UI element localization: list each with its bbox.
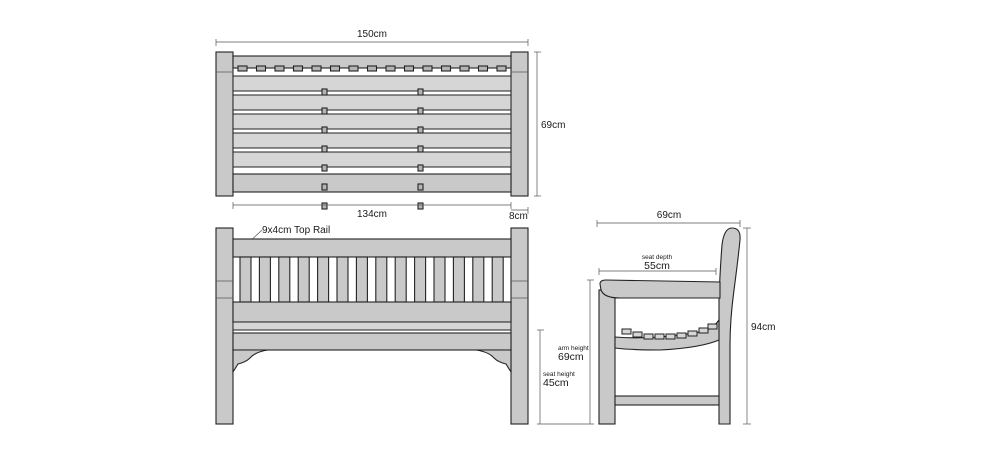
top-seat-support-mark [321, 107, 328, 115]
seat-depth-label: 55cm [644, 260, 670, 272]
front-left-post [215, 227, 234, 425]
side-arm-rest [599, 279, 721, 299]
top-back-slat-end [477, 65, 489, 72]
seat-depth-caption: seat depth [642, 254, 673, 261]
front-back-slat [491, 256, 504, 303]
side-seat-slat-end [698, 327, 709, 334]
front-view: 134cm 8cm 9x4cm Top Rail [215, 202, 529, 425]
side-seat-slat-end [654, 333, 665, 340]
front-back-slat [375, 256, 388, 303]
top-back-slat-end [348, 65, 359, 72]
top-seat-support-mark [321, 164, 328, 172]
side-seat-slat-end [643, 333, 654, 340]
arm-height-label: 69cm [558, 351, 584, 363]
side-view: 69cm seat depth 55cm arm height 69cm sea… [537, 210, 775, 425]
top-seat-slat-5 [232, 151, 512, 168]
leg-width-label: 8cm [509, 211, 528, 222]
front-right-post [510, 227, 529, 425]
top-seat-slat-1 [232, 75, 512, 92]
top-left-arm [215, 51, 234, 197]
top-seat-support-mark [417, 183, 424, 191]
top-width-label: 150cm [357, 29, 387, 40]
side-front-leg [598, 289, 616, 425]
top-seat-support-mark [321, 145, 328, 153]
side-seat-slat-end [621, 328, 632, 335]
top-back-slat-end [366, 65, 378, 72]
top-back-slat-end [459, 65, 470, 72]
top-seat-support-mark [417, 164, 424, 172]
top-seat-support-mark [321, 88, 328, 96]
inner-width-label: 134cm [357, 209, 387, 220]
top-back-slat-end [422, 65, 433, 72]
top-seat-slat-4 [232, 132, 512, 149]
top-seat-support-mark [321, 202, 328, 210]
top-seat-support-mark [321, 183, 328, 191]
side-back-post [718, 227, 741, 425]
top-seat-slat-3 [232, 113, 512, 130]
front-back-slats [239, 256, 504, 303]
front-lower-back-rail [232, 301, 512, 323]
top-back-slat-end [496, 65, 507, 72]
top-right-arm [510, 51, 529, 197]
front-back-slat [452, 256, 465, 303]
front-seat-edge [232, 321, 512, 331]
front-left-bracket [232, 349, 269, 374]
top-front-rail [232, 173, 512, 193]
front-seat-rail [232, 332, 512, 351]
top-back-slats [237, 65, 507, 72]
front-top-rail [232, 238, 512, 258]
side-seat-slat-end [687, 330, 698, 337]
side-depth-label: 69cm [657, 210, 681, 221]
side-seat-slat-ends [621, 323, 718, 340]
side-seat-slat-end [632, 331, 643, 338]
top-back-slat-end [274, 65, 285, 72]
side-seat-slat-end [665, 333, 676, 340]
front-back-slat [317, 256, 330, 303]
top-back-slat-end [311, 65, 322, 72]
front-back-slat [239, 256, 252, 303]
top-seat-support-mark [417, 107, 424, 115]
top-view: 150cm 69cm [215, 29, 565, 210]
top-rail-label: 9x4cm Top Rail [262, 225, 330, 236]
front-back-slat [414, 256, 427, 303]
top-seat-support-mark [321, 126, 328, 134]
total-height-label: 94cm [751, 322, 775, 333]
front-back-slat [336, 256, 349, 303]
side-seat-slat-end [707, 323, 718, 330]
side-lower-stretcher [614, 395, 720, 406]
top-back-slat-end [385, 65, 396, 72]
front-back-slat [394, 256, 407, 303]
arm-height-caption: arm height [558, 345, 589, 352]
front-back-slat [355, 256, 368, 303]
top-back-slat-end [237, 65, 248, 72]
top-seat-support-mark [417, 88, 424, 96]
front-right-bracket [475, 349, 512, 374]
top-back-slat-end [292, 65, 304, 72]
top-seat-slat-2 [232, 94, 512, 111]
side-seat-rail [614, 318, 720, 351]
front-back-slat [472, 256, 485, 303]
top-back-slat-end [329, 65, 341, 72]
top-seat-support-mark [417, 126, 424, 134]
front-back-slat [297, 256, 310, 303]
seat-height-caption: seat height [543, 371, 575, 378]
side-seat-slat-end [676, 332, 687, 339]
top-back-slat-end [440, 65, 452, 72]
front-back-slat [278, 256, 291, 303]
front-back-slat [433, 256, 446, 303]
top-back-slat-end [403, 65, 415, 72]
top-back-slat-end [255, 65, 267, 72]
top-depth-label: 69cm [541, 120, 565, 131]
top-seat-support-mark [417, 202, 424, 210]
front-back-slat [258, 256, 271, 303]
top-seat-supports [321, 88, 424, 210]
top-seat-support-mark [417, 145, 424, 153]
seat-height-label: 45cm [543, 377, 569, 389]
